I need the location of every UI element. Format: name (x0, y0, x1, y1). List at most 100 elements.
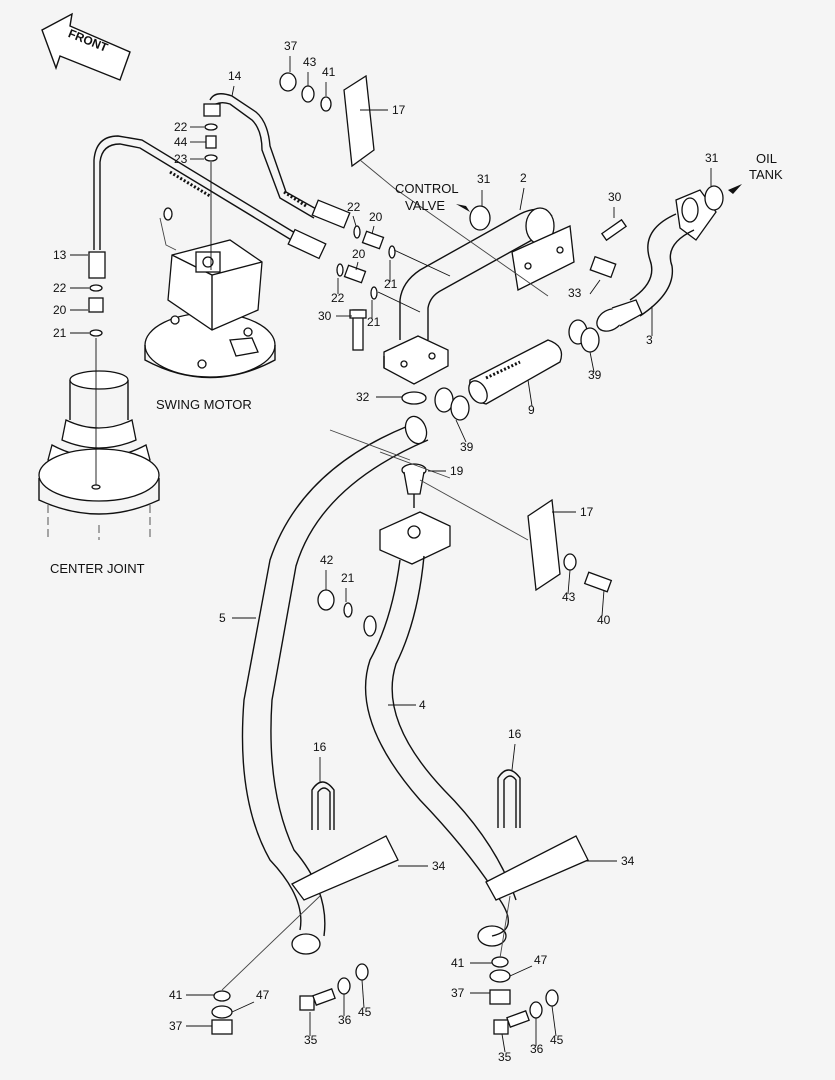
callout-30: 30 (608, 190, 622, 204)
leader-line-35 (501, 1033, 506, 1053)
bracket-17-top (343, 74, 375, 168)
callout-21: 21 (367, 315, 381, 329)
bracket-17-mid (527, 498, 561, 592)
fittings-22-20-21 (88, 284, 104, 485)
callout-30: 30 (318, 309, 332, 323)
callout-40: 40 (597, 613, 611, 627)
control-valve-caption-1: CONTROL (395, 181, 459, 196)
callout-41: 41 (169, 988, 183, 1002)
callout-47: 47 (534, 953, 548, 967)
leader-line-2 (519, 187, 525, 211)
alignment-lines (221, 159, 549, 991)
nut-37-top (279, 72, 297, 92)
washer-43-mid (563, 553, 577, 571)
callout-17: 17 (580, 505, 594, 519)
leader-line-20 (371, 225, 375, 235)
u-bolt-16-right (497, 769, 521, 828)
leader-line-33 (589, 279, 601, 295)
leader-line-39 (455, 419, 467, 443)
callout-43: 43 (303, 55, 317, 69)
callout-45: 45 (358, 1005, 372, 1019)
callout-44: 44 (174, 135, 188, 149)
callout-22: 22 (174, 120, 188, 134)
callout-23: 23 (174, 152, 188, 166)
callout-45: 45 (550, 1033, 564, 1047)
swing-motor (144, 207, 276, 379)
hose-9 (468, 339, 563, 405)
callout-4: 4 (419, 698, 426, 712)
arrow-to-control-valve-icon (456, 204, 470, 212)
bracket-34-left (291, 835, 399, 901)
callout-13: 13 (53, 248, 67, 262)
callout-3: 3 (646, 333, 653, 347)
leader-line-16 (511, 743, 516, 771)
callout-22: 22 (347, 200, 361, 214)
callout-36: 36 (338, 1013, 352, 1027)
callout-37: 37 (284, 39, 298, 53)
u-bolt-16-left (311, 781, 335, 830)
callout-36: 36 (530, 1042, 544, 1056)
callout-9: 9 (528, 403, 535, 417)
leader-line-47 (509, 965, 533, 977)
callout-39: 39 (588, 368, 602, 382)
callout-20: 20 (53, 303, 67, 317)
callout-43: 43 (562, 590, 576, 604)
callout-16: 16 (313, 740, 327, 754)
clamps-39 (434, 319, 600, 421)
callout-17: 17 (392, 103, 406, 117)
callout-20: 20 (352, 247, 366, 261)
leader-line-40 (601, 589, 605, 617)
callout-22: 22 (53, 281, 67, 295)
hardware-left (211, 963, 369, 1035)
washer-41-top (320, 96, 332, 112)
bolts-30-33 (349, 218, 628, 351)
callout-47: 47 (256, 988, 270, 1002)
swing-motor-caption: SWING MOTOR (156, 397, 252, 412)
control-valve-caption-2: VALVE (405, 198, 445, 213)
callout-16: 16 (508, 727, 522, 741)
callout-14: 14 (228, 69, 242, 83)
leader-line-47 (231, 1001, 255, 1013)
callout-21: 21 (384, 277, 398, 291)
pipe-4 (363, 511, 517, 947)
bolt-40 (583, 571, 613, 593)
callout-21: 21 (341, 571, 355, 585)
center-joint (38, 370, 160, 540)
plug-42 (317, 589, 335, 611)
leader-line-22 (352, 215, 357, 227)
callout-34: 34 (432, 859, 446, 873)
oil-tank-caption-2: TANK (749, 167, 783, 182)
callout-42: 42 (320, 553, 334, 567)
callout-37: 37 (169, 1019, 183, 1033)
callout-37: 37 (451, 986, 465, 1000)
oil-tank-caption-1: OIL (756, 151, 777, 166)
hose-13 (88, 135, 327, 279)
callout-41: 41 (451, 956, 465, 970)
callout-5: 5 (219, 611, 226, 625)
o-ring-31-right (704, 185, 724, 211)
callout-20: 20 (369, 210, 383, 224)
callout-35: 35 (498, 1050, 512, 1064)
hardware-right (489, 956, 559, 1035)
callout-41: 41 (322, 65, 336, 79)
center-joint-caption: CENTER JOINT (50, 561, 145, 576)
callout-21: 21 (53, 326, 67, 340)
leader-line-43 (567, 569, 571, 595)
o-ring-32 (401, 391, 427, 405)
leader-line-45 (551, 1005, 557, 1037)
leader-line-45 (361, 979, 365, 1009)
callout-19: 19 (450, 464, 464, 478)
leader-line-20 (355, 261, 359, 271)
o-ring-31-left (469, 205, 491, 231)
callout-2: 2 (520, 171, 527, 185)
leader-line-39 (589, 351, 595, 373)
callout-35: 35 (304, 1033, 318, 1047)
o-ring-21-lower (343, 602, 353, 618)
control-valve-fittings (336, 225, 451, 313)
callout-39: 39 (460, 440, 474, 454)
callout-32: 32 (356, 390, 370, 404)
arrow-to-oil-tank-icon (728, 184, 742, 194)
callout-33: 33 (568, 286, 582, 300)
